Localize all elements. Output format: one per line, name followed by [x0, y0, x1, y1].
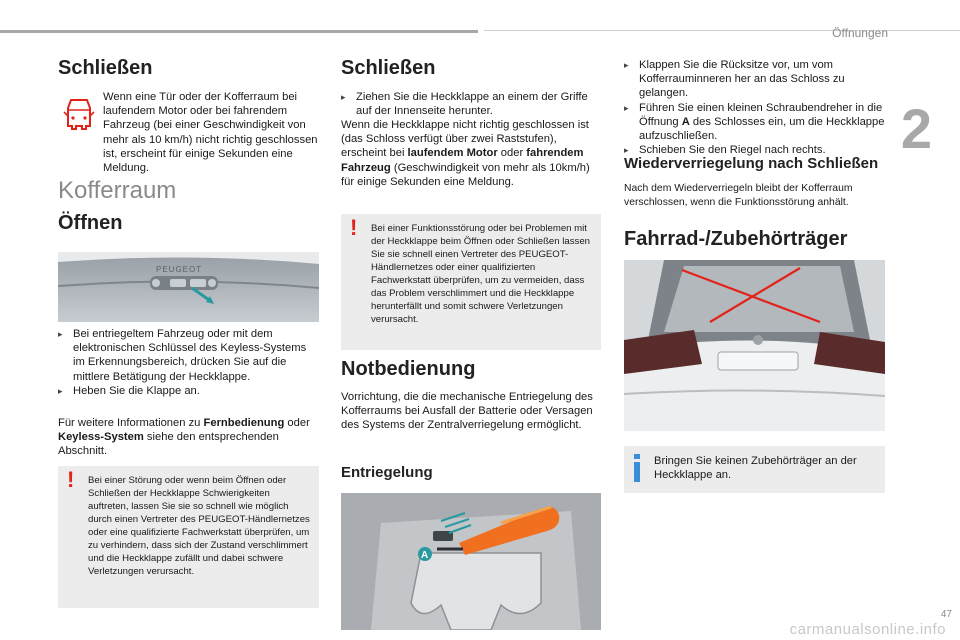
no-bike-carrier-illustration [624, 260, 885, 431]
page-number: 47 [940, 609, 952, 620]
schliessen-text: Wenn eine Tür oder der Kofferraum bei la… [103, 91, 318, 175]
chapter-label: Öffnungen [832, 26, 888, 40]
chapter-number: 2 [900, 97, 932, 160]
info-box: Bringen Sie keinen Zubehörträger an der … [624, 446, 885, 493]
title-kofferraum: Kofferraum [58, 177, 177, 204]
label-a: A [421, 550, 428, 561]
heading-schliessen: Schließen [58, 57, 153, 79]
warning-text-1: Bei einer Störung oder wenn beim Öffnen … [88, 475, 310, 577]
more-info-text: Für weitere Informationen zu Fernbedienu… [58, 417, 310, 458]
heading-fahrradtraeger: Fahrrad-/Zubehörträger [624, 228, 848, 250]
closing-steps: Ziehen Sie die Heckklappe an einem der G… [341, 90, 601, 118]
opening-step-1: Bei entriegeltem Fahrzeug oder mit dem e… [58, 327, 319, 384]
heading-wiederverriegelung: Wiederverriegelung nach Schließen [624, 155, 879, 172]
heading-entriegelung: Entriegelung [341, 464, 433, 481]
release-step-1: Klappen Sie die Rücksitze vor, um vom Ko… [624, 58, 886, 101]
heading-oeffnen: Öffnen [58, 212, 123, 234]
top-divider-right [484, 30, 960, 31]
car-door-warning-icon [63, 99, 95, 130]
heading-schliessen-2: Schließen [341, 57, 436, 79]
warning-icon: ! [350, 215, 358, 240]
opening-steps: Bei entriegeltem Fahrzeug oder mit dem e… [58, 327, 319, 398]
wiederverriegelung-text: Nach dem Wiederverriegeln bleibt der Kof… [624, 183, 853, 208]
closing-text: Wenn die Heckklappe nicht richtig geschl… [341, 119, 590, 188]
warning-text-2: Bei einer Funktionsstörung oder bei Prob… [371, 223, 591, 325]
closing-step-1: Ziehen Sie die Heckklappe an einem der G… [341, 90, 601, 118]
info-text: Bringen Sie keinen Zubehörträger an der … [654, 455, 857, 482]
top-divider [0, 30, 478, 33]
heading-notbedienung: Notbedienung [341, 358, 476, 380]
car-badge-text: PEUGEOT [156, 265, 202, 274]
warning-box-2: ! Bei einer Funktionsstörung oder bei Pr… [341, 214, 601, 350]
warning-icon: ! [67, 467, 75, 492]
notbedienung-text: Vorrichtung, die die mechanische Entrieg… [341, 391, 593, 432]
release-step-3: Schieben Sie den Riegel nach rechts. [624, 143, 886, 157]
release-step-2: Führen Sie einen kleinen Schraubendreher… [624, 101, 886, 144]
emergency-release-illustration: A [341, 493, 601, 630]
opening-step-2: Heben Sie die Klappe an. [58, 384, 319, 398]
tailgate-opening-illustration: PEUGEOT [58, 252, 319, 322]
info-icon [634, 454, 640, 482]
watermark: carmanualsonline.info [789, 621, 946, 638]
release-steps: Klappen Sie die Rücksitze vor, um vom Ko… [624, 58, 886, 158]
warning-box-1: ! Bei einer Störung oder wenn beim Öffne… [58, 466, 319, 608]
